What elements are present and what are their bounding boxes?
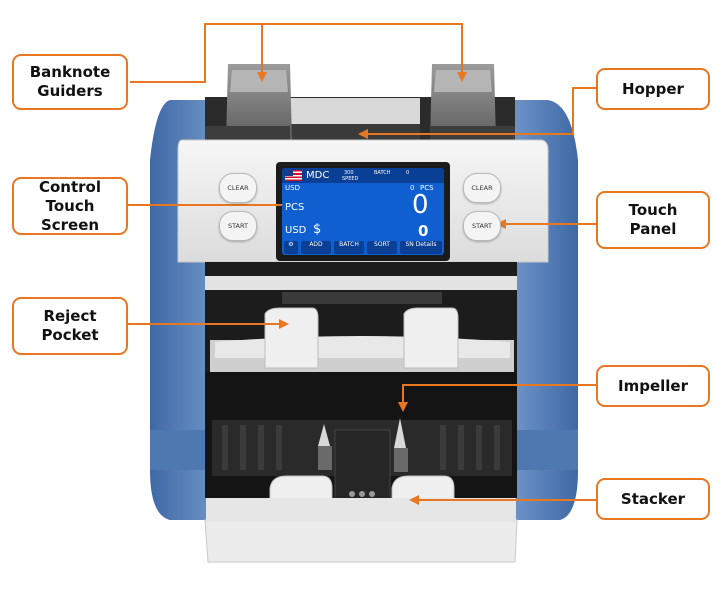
speed-value: 300 [344,170,354,176]
control-touch-screen[interactable]: MDC 300 SPEED BATCH 0 USD 0 PCS PCS 0 US… [282,168,444,255]
batch-label: BATCH [374,170,391,176]
softkey-batch[interactable]: BATCH [334,241,364,254]
count-small: 0 [410,184,415,192]
reject-guide-right [403,307,459,369]
impeller-right [394,418,406,448]
amount-value: 0 [418,222,429,240]
clear-button-left[interactable]: CLEAR [219,173,257,203]
start-button-right[interactable]: START [463,211,501,241]
callout-banknote-guiders: Banknote Guiders [12,54,128,110]
pcs-small: PCS [420,184,434,192]
callout-reject-pocket: Reject Pocket [12,297,128,355]
callout-hopper: Hopper [596,68,710,110]
pcs-value: 0 [412,190,429,220]
currency-top: USD [285,184,300,192]
softkey-sort[interactable]: SORT [367,241,397,254]
callout-impeller: Impeller [596,365,710,407]
speed-label: SPEED [342,176,359,182]
start-button-left[interactable]: START [219,211,257,241]
softkey-sn-details[interactable]: SN Details [400,241,442,254]
dollar-sign: $ [313,222,322,237]
callout-touch-panel: Touch Panel [596,191,710,249]
callout-stacker: Stacker [596,478,710,520]
screen-status-bar [282,168,444,183]
reject-guide-left [264,307,319,369]
batch-value: 0 [406,170,410,176]
callout-control-touch-screen: Control Touch Screen [12,177,128,235]
settings-gear-icon[interactable]: ⚙ [284,241,298,254]
us-flag-icon [285,170,302,181]
clear-button-right[interactable]: CLEAR [463,173,501,203]
front-lip [204,519,518,563]
softkey-add[interactable]: ADD [301,241,331,254]
currency-bottom: USD [285,225,307,236]
pcs-label: PCS [285,202,305,213]
brand-label: MDC [306,170,330,181]
impeller-left [318,424,330,446]
